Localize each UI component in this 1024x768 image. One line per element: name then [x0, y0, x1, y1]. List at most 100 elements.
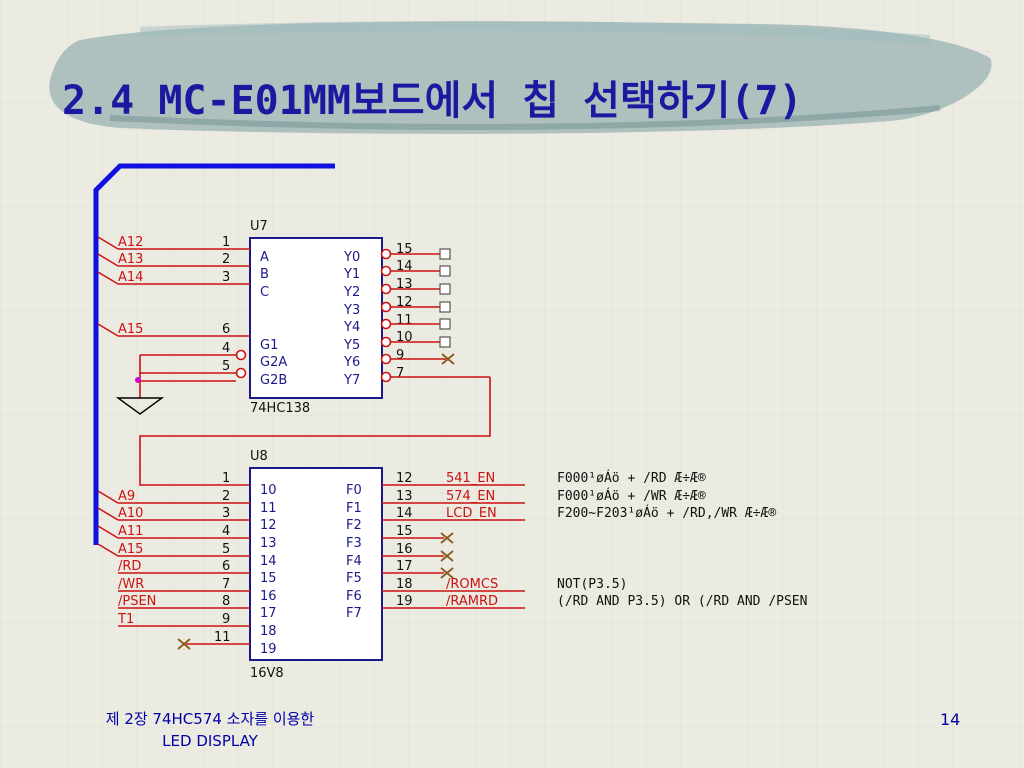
u8-input-label-6: /WR — [118, 577, 144, 592]
u8-input-pin-0: 1 — [222, 471, 230, 486]
u8-input-label-5: /RD — [118, 559, 141, 574]
u8-chip-body — [249, 467, 383, 661]
u7-port-c: C — [260, 285, 269, 300]
u7-port-y0: Y0 — [343, 250, 360, 265]
u8-port-11: 11 — [260, 501, 277, 516]
u8-port-f6: F6 — [346, 589, 362, 604]
u7-output-bubble-2 — [380, 283, 392, 295]
bus-entry-a12 — [97, 236, 119, 250]
u8-output-pin-4: 16 — [396, 542, 413, 557]
u8-input-pin-7: 8 — [222, 594, 230, 609]
u8-port-15: 15 — [260, 571, 277, 586]
u8-port-f7: F7 — [346, 606, 362, 621]
u7-output-pin-6: 9 — [396, 348, 404, 363]
u8-output-note-6: NOT(P3.5) — [557, 577, 627, 592]
u7-input-pin-2: 3 — [222, 270, 230, 285]
u8-ref: U8 — [250, 449, 268, 464]
no-connect-x-f4 — [440, 550, 454, 562]
u7-output-bubble-0 — [380, 248, 392, 260]
u8-input-label-7: /PSEN — [118, 594, 156, 609]
no-connect-x-pin11 — [177, 638, 191, 650]
chapter-footer: 제 2장 74HC574 소자를 이용한 LED DISPLAY — [60, 708, 360, 752]
u8-input-pin-4: 5 — [222, 542, 230, 557]
y7-to-u8-wire — [139, 377, 491, 486]
u8-input-label-2: A10 — [118, 506, 143, 521]
u8-port-17: 17 — [260, 606, 277, 621]
u7-port-a: A — [260, 250, 269, 265]
u8-input-pin-2: 3 — [222, 506, 230, 521]
u7-port-g1: G1 — [260, 338, 278, 353]
u8-port-12: 12 — [260, 518, 277, 533]
u7-input-label-2: A14 — [118, 270, 143, 285]
u7-port-y3: Y3 — [343, 303, 360, 318]
u8-input-pin-5: 6 — [222, 559, 230, 574]
bus-entry-a9 — [97, 490, 119, 504]
u8-port-f2: F2 — [346, 518, 362, 533]
u7-part: 74HC138 — [250, 401, 310, 416]
u8-output-pin-0: 12 — [396, 471, 413, 486]
u8-port-f3: F3 — [346, 536, 362, 551]
u7-output-pin-4: 11 — [396, 313, 413, 328]
u8-input-pin-9: 11 — [214, 630, 231, 645]
u8-port-18: 18 — [260, 624, 277, 639]
u8-input-pin-3: 4 — [222, 524, 230, 539]
no-connect-x-f3 — [440, 532, 454, 544]
u7-input-pin-1: 2 — [222, 252, 230, 267]
u8-part: 16V8 — [250, 666, 284, 681]
bus-entry-a10 — [97, 507, 119, 521]
u8-output-pin-7: 19 — [396, 594, 413, 609]
u8-output-note-0: F000¹øÁö + /RD Æ÷Æ® — [557, 470, 706, 486]
no-connect-box-1 — [439, 265, 451, 277]
u8-port-f0: F0 — [346, 483, 362, 498]
u8-input-label-8: T1 — [117, 612, 134, 627]
ground-symbol — [115, 397, 165, 415]
u7-input-pin-5: 5 — [222, 359, 230, 374]
no-connect-box-0 — [439, 248, 451, 260]
u7-inverter-bubble-4 — [235, 349, 247, 361]
u8-input-label-4: A15 — [118, 542, 143, 557]
u7-port-y2: Y2 — [343, 285, 360, 300]
u7-output-bubble-1 — [380, 265, 392, 277]
u7-input-label-1: A13 — [118, 252, 143, 267]
u8-input-pin-6: 7 — [222, 577, 230, 592]
u8-port-f4: F4 — [346, 554, 362, 569]
u7-output-bubble-5 — [380, 336, 392, 348]
u8-port-f1: F1 — [346, 501, 362, 516]
u7-port-y4: Y4 — [343, 320, 360, 335]
u7-input-pin-3: 6 — [222, 322, 230, 337]
u7-output-bubble-6 — [380, 353, 392, 365]
u7-input-label-3: A15 — [118, 322, 143, 337]
no-connect-box-3 — [439, 301, 451, 313]
u8-port-13: 13 — [260, 536, 277, 551]
u8-port-19: 19 — [260, 642, 277, 657]
u7-input-label-0: A12 — [118, 235, 143, 250]
u7-port-y1: Y1 — [343, 267, 360, 282]
u8-output-pin-6: 18 — [396, 577, 413, 592]
no-connect-x-f5 — [440, 567, 454, 579]
u8-port-10: 10 — [260, 483, 277, 498]
u7-input-pin-0: 1 — [222, 235, 230, 250]
u8-output-note-2: F200~F203¹øÁö + /RD,/WR Æ÷Æ® — [557, 505, 776, 521]
u8-output-label-2: LCD_EN — [446, 506, 497, 521]
bus-entry-a14 — [97, 271, 119, 285]
u8-port-f5: F5 — [346, 571, 362, 586]
u7-port-y6: Y6 — [343, 355, 360, 370]
u8-output-label-1: 574_EN — [446, 489, 495, 504]
chapter-footer-line2: LED DISPLAY — [162, 732, 258, 750]
u7-port-g2a: G2A — [260, 355, 287, 370]
address-bus — [93, 163, 335, 545]
u7-output-bubble-4 — [380, 318, 392, 330]
u8-output-label-6: /ROMCS — [446, 577, 498, 592]
no-connect-box-5 — [439, 336, 451, 348]
u8-port-14: 14 — [260, 554, 277, 569]
u8-output-label-7: /RAMRD — [446, 594, 498, 609]
no-connect-box-4 — [439, 318, 451, 330]
u7-chip-body — [249, 237, 383, 399]
u8-output-pin-1: 13 — [396, 489, 413, 504]
u8-output-note-1: F000¹øÁö + /WR Æ÷Æ® — [557, 488, 706, 504]
slide-title: 2.4 MC-E01MM보드에서 칩 선택하기(7) — [62, 78, 803, 124]
bus-entry-a11 — [97, 525, 119, 539]
u7-output-bubble-3 — [380, 301, 392, 313]
u8-port-16: 16 — [260, 589, 277, 604]
